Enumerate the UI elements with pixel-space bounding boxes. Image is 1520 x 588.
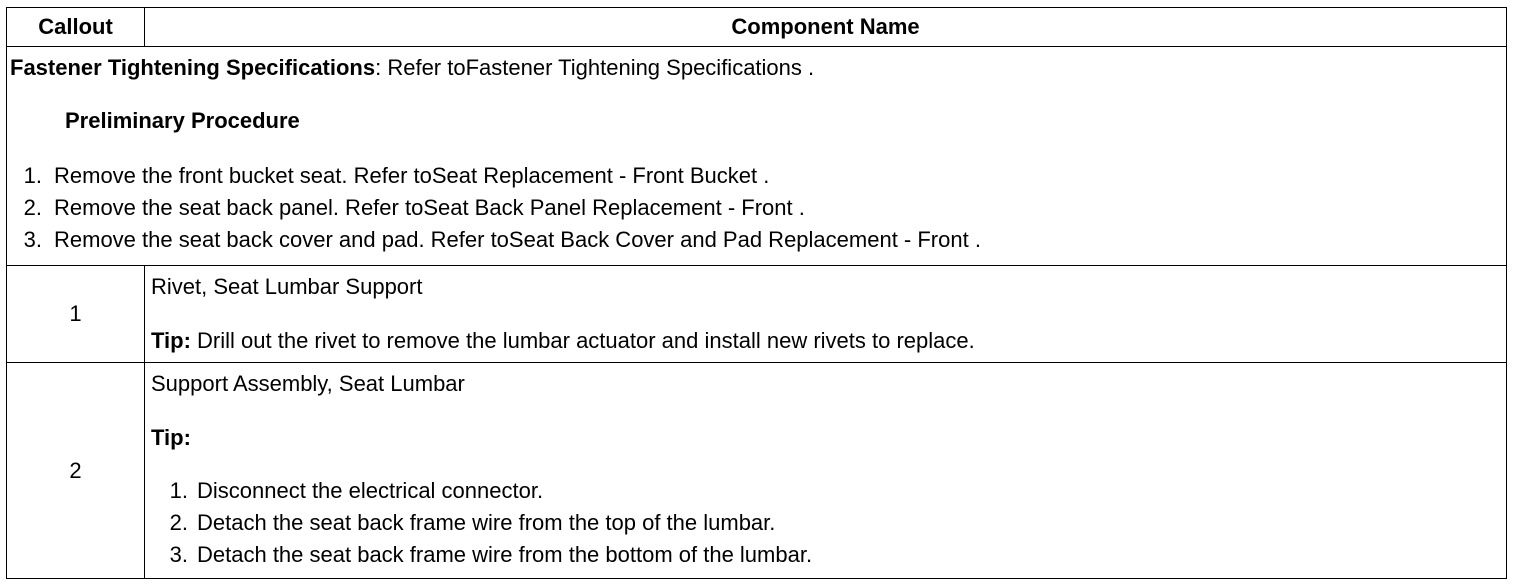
callout-number: 1 xyxy=(6,265,145,363)
step-text: Detach the seat back frame wire from the… xyxy=(197,510,776,535)
tip-text: Drill out the rivet to remove the lumbar… xyxy=(190,328,975,353)
step-number: 2. xyxy=(169,510,188,535)
header-row: Callout Component Name xyxy=(6,7,1507,47)
list-item: 3. Remove the seat back cover and pad. R… xyxy=(10,224,1506,256)
table-row: 2 Support Assembly, Seat Lumbar Tip: 1. … xyxy=(6,362,1507,579)
header-component-name: Component Name xyxy=(144,7,1507,47)
tip-label: Tip: xyxy=(151,425,191,450)
step-text: Detach the seat back frame wire from the… xyxy=(197,542,813,567)
table-row: 1 Rivet, Seat Lumbar Support Tip: Drill … xyxy=(6,265,1507,363)
component-table: Callout Component Name Fastener Tighteni… xyxy=(6,7,1507,579)
tip-label: Tip: xyxy=(151,328,191,353)
callout-number: 2 xyxy=(6,362,145,579)
component-name: Support Assembly, Seat Lumbar xyxy=(151,371,465,396)
component-cell: Support Assembly, Seat Lumbar Tip: 1. Di… xyxy=(144,362,1507,579)
component-cell: Rivet, Seat Lumbar Support Tip: Drill ou… xyxy=(144,265,1507,363)
list-item: 3. Detach the seat back frame wire from … xyxy=(151,539,1506,571)
tip-line: Tip: xyxy=(151,423,1506,453)
step-text: Disconnect the electrical connector. xyxy=(197,478,544,503)
list-item: 2. Remove the seat back panel. Refer toS… xyxy=(10,192,1506,224)
list-item: 1. Remove the front bucket seat. Refer t… xyxy=(10,160,1506,192)
preliminary-procedure-heading: Preliminary Procedure xyxy=(65,108,300,133)
step-number: 1. xyxy=(23,163,42,188)
list-item: 2. Detach the seat back frame wire from … xyxy=(151,507,1506,539)
fastener-spec-line: Fastener Tightening Specifications: Refe… xyxy=(10,53,1506,83)
step-number: 1. xyxy=(169,478,188,503)
preliminary-steps: 1. Remove the front bucket seat. Refer t… xyxy=(10,160,1506,256)
fastener-spec-text: : Refer toFastener Tightening Specificat… xyxy=(375,55,815,80)
tip-steps: 1. Disconnect the electrical connector. … xyxy=(151,475,1506,571)
step-number: 3. xyxy=(23,227,42,252)
list-item: 1. Disconnect the electrical connector. xyxy=(151,475,1506,507)
step-number: 2. xyxy=(23,195,42,220)
intro-row: Fastener Tightening Specifications: Refe… xyxy=(6,46,1507,266)
header-callout: Callout xyxy=(6,7,145,47)
step-text: Remove the seat back cover and pad. Refe… xyxy=(54,227,981,252)
tip-line: Tip: Drill out the rivet to remove the l… xyxy=(151,326,1506,356)
intro-cell: Fastener Tightening Specifications: Refe… xyxy=(6,46,1507,266)
step-text: Remove the front bucket seat. Refer toSe… xyxy=(54,163,770,188)
component-name: Rivet, Seat Lumbar Support xyxy=(151,274,423,299)
step-number: 3. xyxy=(169,542,188,567)
step-text: Remove the seat back panel. Refer toSeat… xyxy=(54,195,805,220)
fastener-spec-label: Fastener Tightening Specifications xyxy=(10,55,376,80)
